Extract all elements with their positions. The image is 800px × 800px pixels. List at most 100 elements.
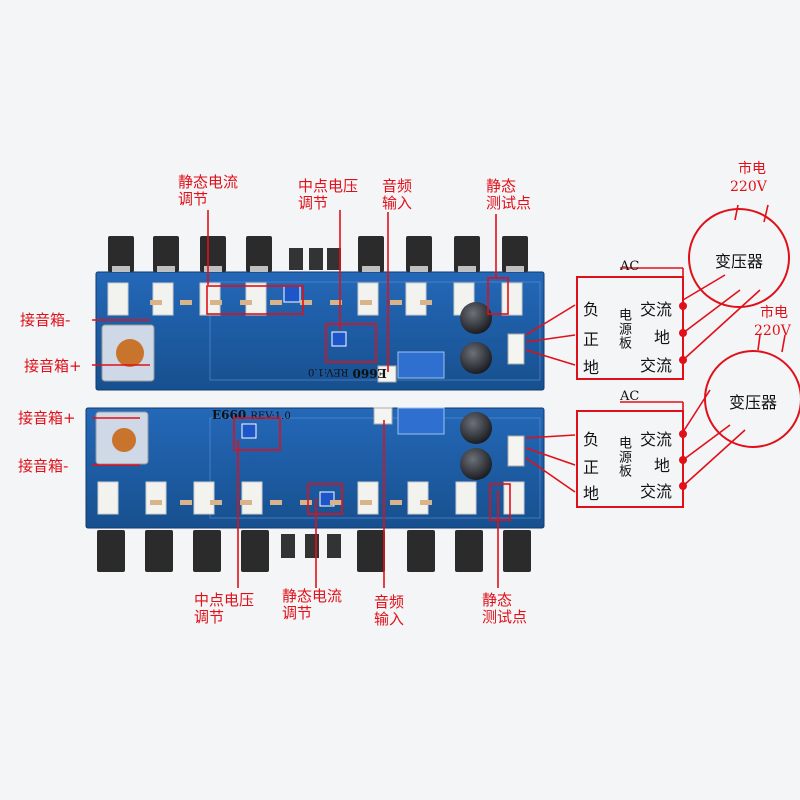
label-line: 市电 — [738, 161, 766, 177]
power-transistor — [246, 236, 272, 272]
speaker-pos-label-bottom: 接音箱+ — [18, 409, 76, 427]
label-line: 测试点 — [486, 194, 532, 212]
quiescent-adj-label-top: 静态电流 调节 — [178, 174, 238, 208]
test-point-label-bottom: 静态 测试点 — [482, 592, 527, 626]
resistor — [150, 500, 162, 505]
trimpot — [331, 331, 347, 347]
audio-in-label-bottom: 音频 输入 — [374, 594, 404, 628]
top-board-model: E660 REV:1.0 — [308, 366, 387, 380]
ps-ac2-top: 交流 — [640, 356, 673, 375]
trimpot — [241, 423, 257, 439]
ps-ac1-top: 交流 — [640, 300, 673, 319]
ps-pos-top: 正 — [583, 330, 600, 349]
ps-gnd-bottom: 地 — [583, 484, 600, 503]
ps-gnd-top: 地 — [583, 358, 600, 377]
board-rev-text: REV:1.0 — [250, 411, 291, 422]
power-transistor — [153, 236, 179, 272]
insulator-pad — [193, 481, 215, 515]
speaker-neg-label-top: 接音箱- — [20, 311, 71, 329]
ps-earth-bottom: 地 — [654, 456, 671, 475]
resistor — [360, 300, 372, 305]
label-line: 市电 — [760, 305, 788, 321]
resistor — [240, 500, 252, 505]
label-line: 输入 — [374, 610, 405, 628]
label-line: 静态电流 — [178, 173, 239, 191]
resistor — [270, 300, 282, 305]
transistor-lead — [458, 266, 476, 272]
speaker-neg-label-bottom: 接音箱- — [18, 457, 69, 475]
audio-connector — [377, 365, 397, 383]
insulator-pad — [357, 481, 379, 515]
label-line: 静态电流 — [282, 587, 343, 605]
power-connector — [507, 333, 525, 365]
transistor-lead — [506, 266, 524, 272]
insulator-pad — [501, 282, 523, 316]
label-line: 测试点 — [482, 608, 528, 626]
ps-board-label-bottom: 电源板 — [616, 436, 631, 478]
test-point-label-top: 静态 测试点 — [486, 178, 531, 212]
label-line: 220V — [730, 179, 767, 195]
midpoint-adj-label-top: 中点电压 调节 — [298, 178, 358, 212]
resistor — [210, 500, 222, 505]
ps-neg-top: 负 — [583, 300, 600, 319]
resistor — [210, 300, 222, 305]
filter-capacitor — [460, 342, 492, 374]
ps-ac2-bottom: 交流 — [640, 482, 673, 501]
speaker-pos-label-top: 接音箱+ — [24, 357, 82, 375]
ac-label-top: AC — [620, 259, 640, 274]
power-board-top — [576, 276, 684, 380]
label-line: 调节 — [282, 604, 313, 622]
resistor — [390, 500, 402, 505]
driver-transistor — [289, 248, 303, 270]
power-transistor — [97, 530, 125, 572]
transistor-lead — [250, 266, 268, 272]
filter-capacitor — [460, 302, 492, 334]
audio-connector — [373, 407, 393, 425]
resistor — [150, 300, 162, 305]
driver-transistor — [327, 248, 341, 270]
transistor-lead — [410, 266, 428, 272]
transformer-label: 变压器 — [728, 393, 777, 412]
mains-label-bottom: 市电 220V — [754, 304, 791, 340]
driver-transistor — [281, 534, 295, 558]
resistor — [300, 500, 312, 505]
output-inductor — [112, 428, 136, 452]
ps-ac1-bottom: 交流 — [640, 430, 673, 449]
transistor-lead — [204, 266, 222, 272]
resistor — [180, 500, 192, 505]
label-line: 输入 — [382, 194, 413, 212]
resistor — [420, 300, 432, 305]
transistor-lead — [112, 266, 130, 272]
power-transistor — [502, 236, 528, 272]
power-transistor — [357, 530, 385, 572]
label-line: 调节 — [298, 194, 329, 212]
transformer-top: 变压器 — [688, 208, 790, 308]
trimpot — [283, 285, 301, 303]
ps-earth-top: 地 — [654, 328, 671, 347]
insulator-pad — [199, 282, 221, 316]
power-transistor — [455, 530, 483, 572]
insulator-pad — [145, 481, 167, 515]
label-line: 静态 — [482, 591, 513, 609]
power-transistor — [108, 236, 134, 272]
resistor — [300, 300, 312, 305]
power-connector — [507, 435, 525, 467]
insulator-pad — [241, 481, 263, 515]
power-transistor — [358, 236, 384, 272]
resistor — [270, 500, 282, 505]
power-transistor — [241, 530, 269, 572]
mains-label-top: 市电 220V — [730, 160, 767, 196]
power-transistor — [407, 530, 435, 572]
resistor — [420, 500, 432, 505]
insulator-pad — [407, 481, 429, 515]
insulator-pad — [357, 282, 379, 316]
insulator-pad — [152, 282, 174, 316]
board-rev-text: REV:1.0 — [308, 366, 349, 377]
transistor-lead — [157, 266, 175, 272]
output-inductor — [116, 339, 144, 367]
resistor — [390, 300, 402, 305]
label-line: 220V — [754, 323, 791, 339]
power-transistor — [406, 236, 432, 272]
